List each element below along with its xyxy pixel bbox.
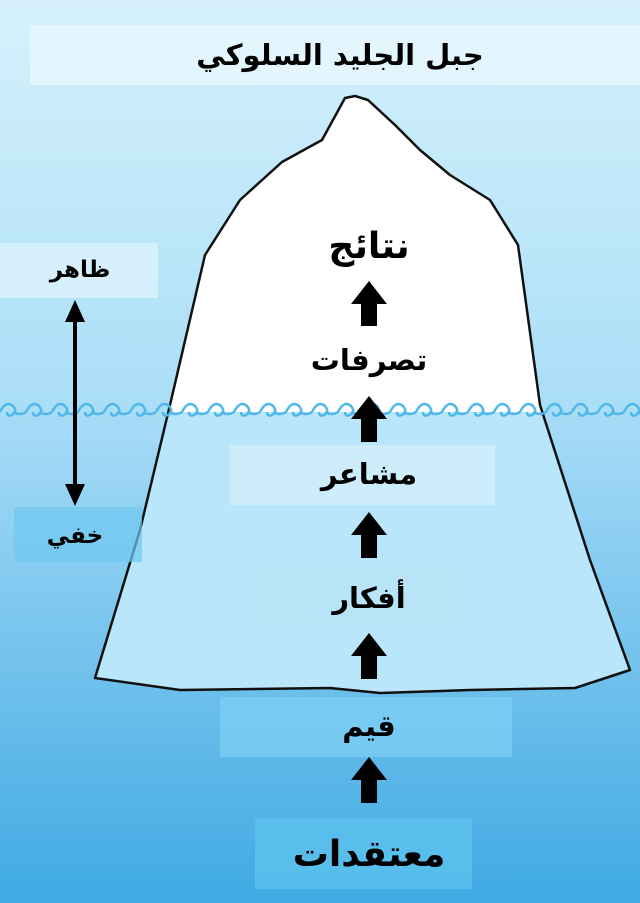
text-bands [0, 25, 640, 889]
level-results: نتائج [328, 225, 410, 267]
level-beliefs: معتقدات [292, 833, 446, 875]
arrow-beliefs-to-values [351, 757, 387, 803]
arrow-behaviors-to-results [351, 281, 387, 326]
level-feelings: مشاعر [320, 457, 418, 491]
arrow-thoughts-to-feelings [351, 512, 387, 558]
level-behaviors: تصرفات [310, 343, 428, 377]
visible-label: ظاهر [49, 257, 111, 283]
thoughts-band [246, 566, 478, 626]
level-thoughts: أفكار [332, 581, 406, 615]
feelings-band [230, 445, 495, 505]
iceberg-visible-tip [167, 94, 544, 412]
values-band [220, 697, 512, 757]
hidden-label: خفي [46, 523, 104, 549]
hidden-label-band [14, 507, 142, 562]
arrow-values-to-thoughts [351, 633, 387, 679]
beliefs-band [255, 819, 472, 889]
visible-label-band [0, 243, 158, 298]
level-arrows [351, 281, 387, 803]
diagram-title: جبل الجليد السلوكي [196, 38, 484, 72]
level-values: قيم [342, 709, 396, 743]
arrow-feelings-to-behaviors [351, 396, 387, 442]
title-band [30, 25, 640, 85]
double-arrow [65, 300, 85, 506]
